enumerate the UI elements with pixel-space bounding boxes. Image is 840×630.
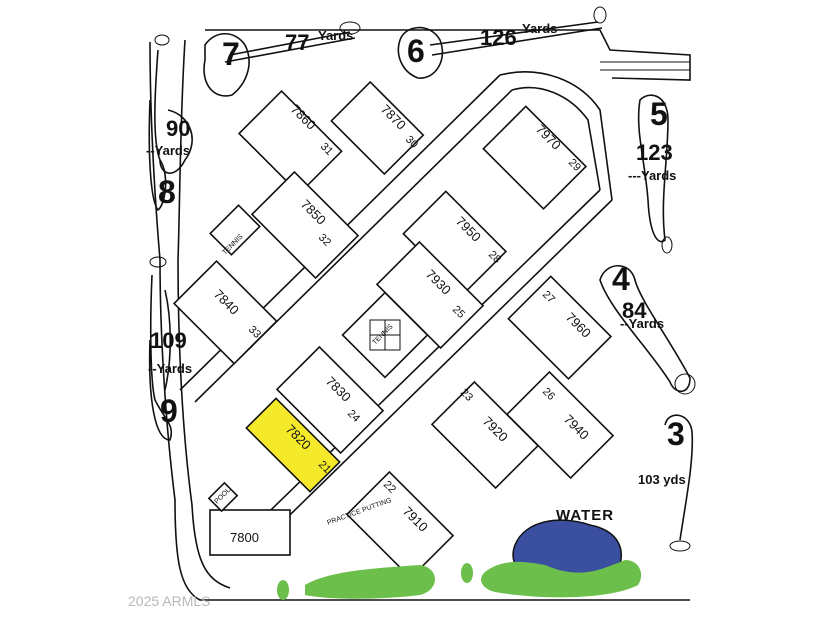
hole-7-fairway bbox=[203, 21, 361, 97]
building-7910 bbox=[345, 470, 455, 580]
building-7970 bbox=[482, 105, 588, 211]
hole-6-number: 6 bbox=[407, 33, 425, 69]
hole-4-fairway bbox=[599, 265, 696, 395]
green-small-left bbox=[277, 580, 289, 600]
building-7800 bbox=[209, 509, 291, 556]
building-7930 bbox=[375, 240, 485, 350]
hole-5-fairway bbox=[637, 94, 673, 254]
hole-8-unit: --Yards bbox=[146, 143, 190, 158]
hole-6-yardage: 126 bbox=[480, 25, 517, 50]
hole-9-unit: --Yards bbox=[148, 361, 192, 376]
hole-8-yardage: 90 bbox=[166, 116, 190, 141]
hole-3-yardage: 103 yds bbox=[638, 472, 686, 487]
hole-7-number: 7 bbox=[222, 36, 240, 72]
hole-5-yardage: 123 bbox=[636, 140, 673, 165]
green-left bbox=[305, 565, 435, 599]
building-7920 bbox=[430, 380, 540, 490]
water-label: WATER bbox=[556, 507, 614, 524]
copyright-watermark: 2025 ARMLS bbox=[128, 593, 211, 609]
perimeter-road-inner bbox=[177, 39, 231, 589]
hole-9-fairway bbox=[148, 256, 173, 441]
hole-6-unit: Yards bbox=[522, 21, 557, 36]
hole-3-number: 3 bbox=[667, 416, 685, 452]
building-7840 bbox=[172, 259, 278, 365]
hole-8-number: 8 bbox=[158, 174, 176, 210]
hole-4-number: 4 bbox=[612, 261, 630, 297]
tennis-court-left bbox=[209, 204, 261, 256]
hole-5-number: 5 bbox=[650, 96, 668, 132]
hole-7-unit: Yards bbox=[318, 28, 353, 43]
hole-4-yardage: 84 bbox=[622, 298, 647, 323]
building-7870 bbox=[330, 80, 425, 176]
building-7860 bbox=[237, 89, 343, 195]
building-7940 bbox=[505, 370, 615, 480]
perimeter-road bbox=[149, 41, 690, 601]
building-label-7800: 7800 bbox=[230, 530, 259, 545]
hole-9-yardage: 109 bbox=[150, 328, 187, 353]
green-right bbox=[481, 560, 642, 598]
building-7820-highlighted[interactable] bbox=[245, 397, 341, 493]
hole-3-fairway bbox=[664, 414, 694, 552]
hole-5-unit: ---Yards bbox=[628, 168, 676, 183]
hole-6-fairway bbox=[397, 6, 607, 79]
building-7830 bbox=[275, 345, 385, 455]
hole-8-fairway bbox=[148, 34, 193, 212]
hole-7-yardage: 77 bbox=[285, 30, 309, 55]
hole-9-number: 9 bbox=[160, 393, 178, 429]
pool bbox=[207, 481, 239, 513]
hole-4-unit: --Yards bbox=[620, 316, 664, 331]
building-7960 bbox=[507, 275, 613, 381]
green-small-mid bbox=[461, 563, 473, 583]
building-7850 bbox=[250, 170, 360, 280]
